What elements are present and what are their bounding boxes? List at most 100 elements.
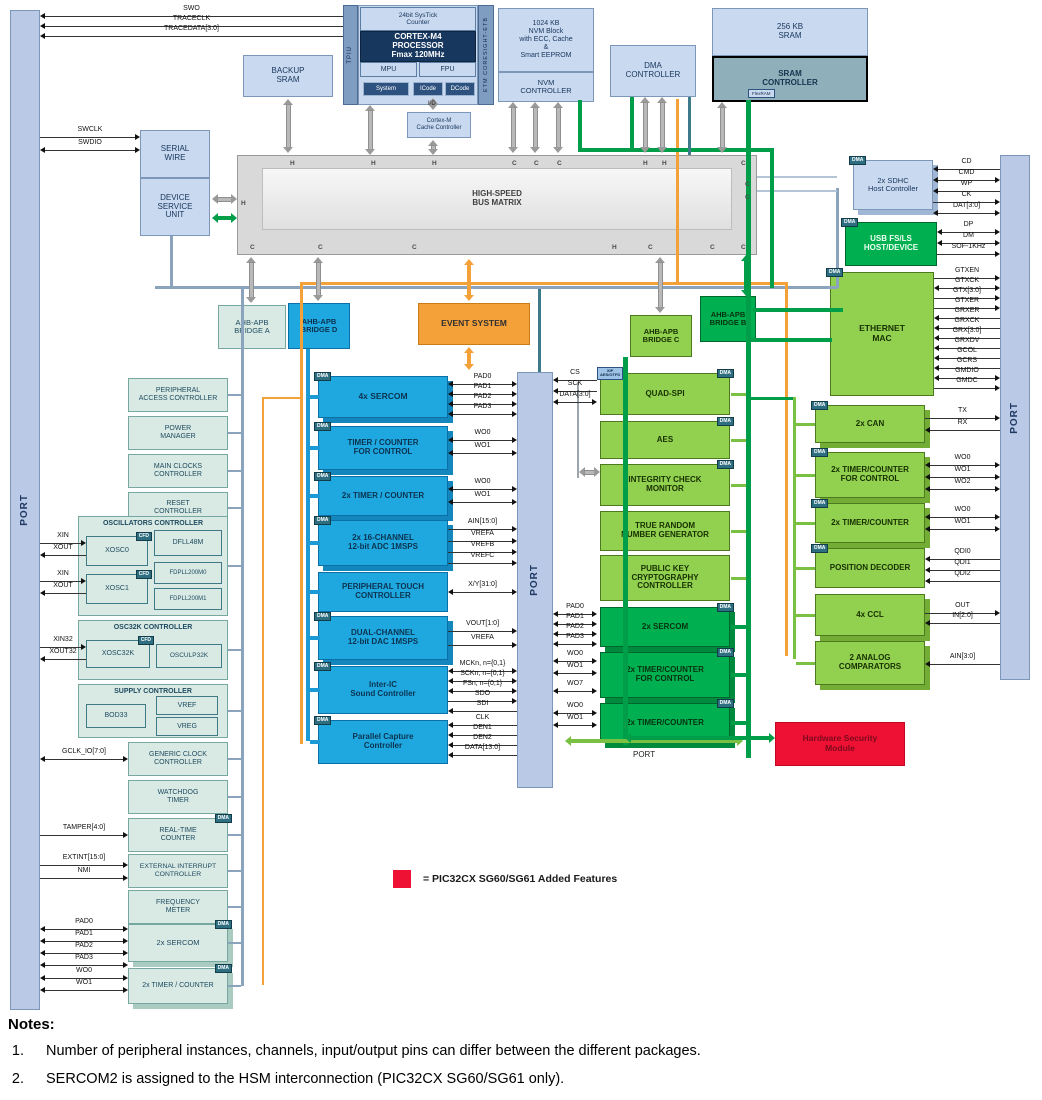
bus-line	[263, 397, 300, 399]
signal-rule	[45, 15, 343, 17]
signal-label: GRX[3:0]	[952, 327, 982, 334]
signal-rule	[939, 327, 1000, 329]
matrix-port-label: H	[241, 200, 246, 207]
signal-label: VOUT[1:0]	[465, 620, 500, 627]
arrowhead-left-icon	[553, 388, 558, 394]
signal-line	[40, 987, 128, 993]
signal-label: DP	[963, 221, 974, 228]
i2s-controller-label: Inter-IC Sound Controller	[350, 680, 416, 698]
cpu-dcode-bus-block: DCode	[445, 82, 475, 96]
signal-label: WO0	[567, 702, 583, 709]
signal-line	[448, 391, 517, 397]
signal-rule	[45, 977, 123, 979]
signal-line	[553, 377, 597, 383]
signal-label: WO7	[567, 680, 583, 687]
bus-arrow	[625, 733, 775, 743]
signal-grxer: GRXER	[934, 307, 1000, 321]
bus-line	[578, 100, 582, 148]
signal-line	[40, 862, 128, 868]
arrowhead-right-icon	[592, 710, 597, 716]
bus-arrow	[428, 98, 438, 110]
arrowhead-right-icon	[512, 411, 517, 417]
matrix-port-label: H	[643, 160, 648, 167]
timer-counter-for-control-2x-right-badge: DMA	[811, 448, 829, 457]
systick-label: 24bit SysTick Counter	[398, 11, 438, 26]
signal-rule	[45, 554, 86, 556]
signal-rule	[453, 393, 512, 395]
arrowhead-left-icon	[925, 486, 930, 492]
signal-rule	[938, 212, 995, 214]
signal-pad2: PAD2	[40, 942, 128, 956]
arrowhead-right-icon	[81, 578, 86, 584]
arrowhead-left-icon	[448, 411, 453, 417]
bus-arrow	[553, 102, 563, 153]
signal-line	[933, 177, 1000, 183]
signal-line	[40, 134, 140, 140]
signal-label: WO0	[474, 429, 491, 436]
signal-line	[40, 756, 128, 762]
dma-controller-label: DMA CONTROLLER	[625, 61, 681, 79]
bus-line	[228, 394, 241, 396]
signal-tx: TX	[925, 407, 1000, 421]
arrowhead-left-icon	[40, 552, 45, 558]
timer-counter-for-control-2x-right-label: 2x TIMER/COUNTER FOR CONTROL	[831, 465, 909, 483]
signal-line	[934, 325, 1000, 331]
bod33-label: BOD33	[104, 712, 128, 720]
signal-label: SWDIO	[78, 139, 102, 146]
arrowhead-left-icon	[448, 437, 453, 443]
signal-line	[40, 590, 86, 596]
signal-rule	[925, 417, 995, 419]
signal-line	[553, 631, 597, 637]
signal-data-3-0-: DATA[3:0]	[553, 391, 597, 405]
signal-label: SWCLK	[77, 126, 103, 133]
arrowhead-left-icon	[934, 335, 939, 341]
signal-line	[937, 240, 1000, 246]
signal-line	[40, 832, 128, 838]
real-time-counter-badge: DMA	[214, 814, 232, 823]
signal-label: VREFA	[471, 530, 494, 537]
bus-line	[623, 357, 628, 745]
signal-label: PAD2	[473, 393, 492, 400]
signal-line	[925, 526, 1000, 532]
dac-dual-badge: DMA	[314, 612, 332, 621]
arrowhead-left-icon	[40, 23, 45, 29]
bus-line	[770, 148, 774, 288]
arrowhead-right-icon	[995, 229, 1000, 235]
bus-line	[793, 397, 796, 659]
signal-gcol: GCOL	[934, 347, 1000, 361]
signal-rule	[939, 337, 1000, 339]
signal-rule	[558, 379, 597, 381]
signal-rule	[933, 201, 995, 203]
arrowhead-right-icon	[512, 450, 517, 456]
signal-rule	[558, 390, 597, 392]
signal-rule	[45, 989, 123, 991]
arrowhead-right-icon	[123, 987, 128, 993]
signal-dp: DP	[937, 221, 1000, 235]
signal-rule	[453, 488, 512, 490]
signal-label: CD	[961, 158, 972, 165]
legend: = PIC32CX SG60/SG61 Added Features	[393, 870, 617, 888]
signal-label: CK	[961, 191, 972, 198]
bus-line	[310, 541, 320, 545]
signal-line	[448, 549, 517, 555]
signal-label: WO1	[954, 518, 971, 525]
signal-rule	[934, 307, 995, 309]
position-decoder-label: POSITION DECODER	[829, 562, 911, 572]
signal-label: EXTINT[15:0]	[62, 854, 106, 861]
bridge-b-label: AHB-APB BRIDGE B	[709, 309, 747, 327]
watchdog-timer-label: WATCHDOG TIMER	[157, 789, 199, 804]
signal-rule	[930, 464, 995, 466]
signal-dat-3-0-: DAT[3:0]	[933, 202, 1000, 216]
frequency-meter-label: FREQUENCY METER	[156, 899, 200, 914]
arrowhead-left-icon	[448, 752, 453, 758]
osculp32k-label: OSCULP32K	[169, 652, 209, 660]
event-system-label: EVENT SYSTEM	[441, 318, 507, 329]
signal-pad1: PAD1	[448, 383, 517, 397]
signal-label: GTXER	[954, 297, 980, 304]
signal-rule	[925, 612, 995, 614]
